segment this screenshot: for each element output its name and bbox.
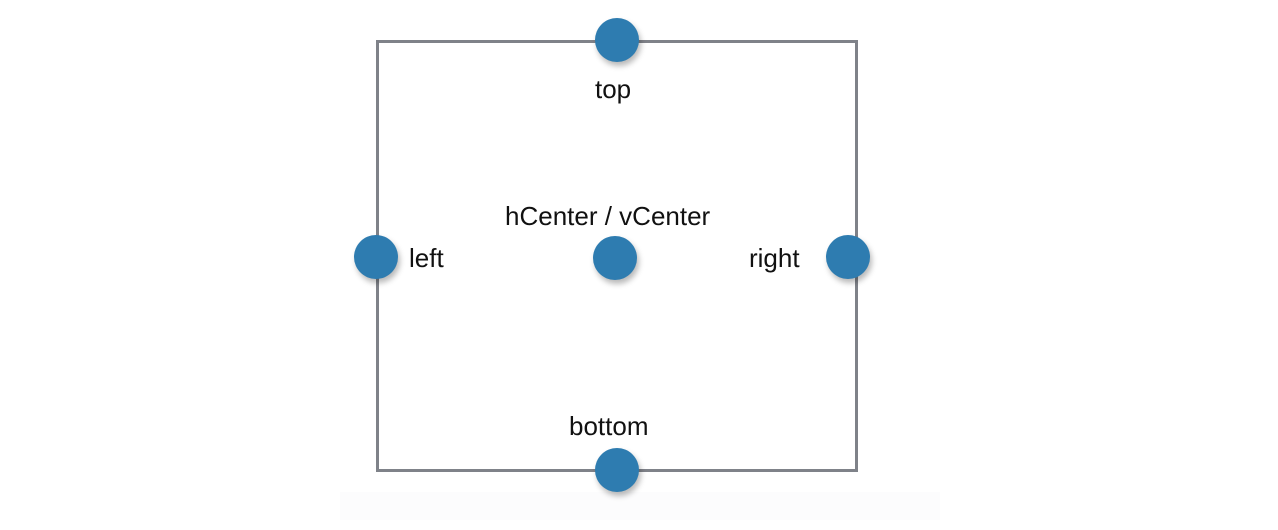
anchor-label-right: right (749, 243, 800, 273)
anchor-label-left: left (409, 243, 444, 273)
anchor-handle-center[interactable] (593, 236, 637, 280)
anchor-label-bottom: bottom (569, 411, 649, 441)
anchor-handle-top[interactable] (595, 18, 639, 62)
anchor-handle-right[interactable] (826, 235, 870, 279)
anchor-handle-bottom[interactable] (595, 448, 639, 492)
anchor-label-top: top (595, 74, 632, 104)
anchor-label-center: hCenter / vCenter (505, 201, 711, 231)
footer-band (340, 492, 940, 520)
anchor-handle-left[interactable] (354, 235, 398, 279)
